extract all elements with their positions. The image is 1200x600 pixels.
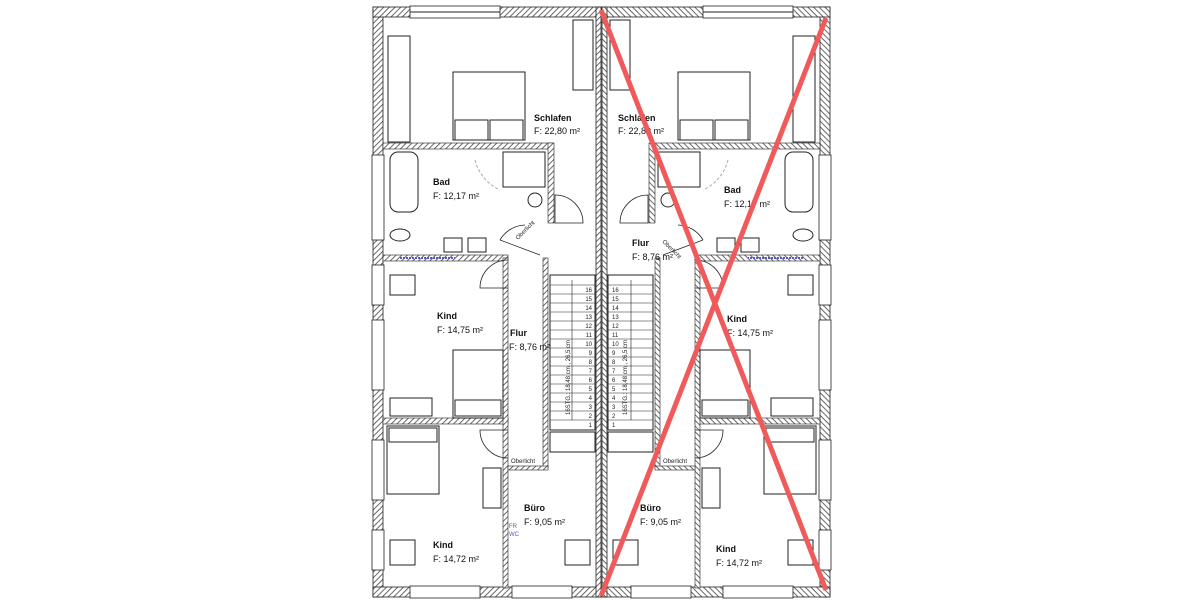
cross-out-line [598,17,829,597]
stair-step-number: 2 [589,414,593,420]
stair-step-number: 14 [612,306,619,312]
stair-step-number: 2 [612,414,616,420]
room-area: F: 22,80 m² [534,126,580,136]
stair-step-number: 1 [612,423,616,429]
fr-label: FR [509,524,518,530]
stair-step-number: 16 [585,288,592,294]
stair-step-number: 4 [612,396,616,402]
stair-step-number: 9 [589,351,593,357]
stair-step-number: 3 [612,405,616,411]
stair-step-number: 10 [585,342,592,348]
stair-label: 16STG.: 18,48 cm , 26,5 cm [623,340,629,415]
stair-step-number: 9 [612,351,616,357]
stair-step-number: 11 [612,333,619,339]
room-name: Büro [524,503,545,513]
stair-step-number: 16 [612,288,619,294]
room-name: Kind [437,311,457,321]
stair-step-number: 12 [612,324,619,330]
room-area: F: 14,72 m² [433,554,479,564]
stair-step-number: 11 [586,333,593,339]
stair-step-number: 13 [585,315,592,321]
stair-step-number: 13 [612,315,619,321]
stair-step-number: 8 [612,360,616,366]
room-name: Bad [433,177,450,187]
room-name: Schlafen [618,113,656,123]
stair-step-number: 5 [612,387,616,393]
oberlicht-label: Oberlicht [663,459,687,465]
room-area: F: 8,76 m² [632,252,673,262]
stair-step-number: 15 [585,297,592,303]
stair-step-number: 5 [589,387,593,393]
stair-step-number: 4 [589,396,593,402]
room-name: Kind [433,540,453,550]
room-area: F: 14,75 m² [727,328,773,338]
room-area: F: 8,76 m² [509,342,550,352]
room-name: Flur [510,328,527,338]
room-area: F: 9,05 m² [640,517,681,527]
oberlicht-label: Oberlicht [515,220,536,241]
room-name: Flur [632,238,649,248]
stair-step-number: 12 [585,324,592,330]
stair-step-number: 14 [585,306,592,312]
room-area: F: 14,75 m² [437,325,483,335]
stair-step-number: 1 [589,423,593,429]
stair-step-number: 6 [589,378,593,384]
oberlicht-label: Oberlicht [511,459,535,465]
stair-label: 16STG.: 18,48 cm , 26,5 cm [566,340,572,415]
room-name: Bad [724,185,741,195]
stair-step-number: 7 [589,369,593,375]
room-name: Schlafen [534,113,572,123]
room-area: F: 9,05 m² [524,517,565,527]
room-area: F: 12,17 m² [433,191,479,201]
room-area: F: 14,72 m² [716,558,762,568]
wc-label: WC [509,532,520,538]
room-name: Kind [727,314,747,324]
stair-step-number: 3 [589,405,593,411]
stair-step-number: 15 [612,297,619,303]
left-unit-plan [371,5,602,599]
room-area: F: 12,17 m² [724,199,770,209]
room-name: Büro [640,503,661,513]
room-name: Kind [716,544,736,554]
room-area: F: 22,80 m² [618,126,664,136]
stair-step-number: 8 [589,360,593,366]
stair-step-number: 6 [612,378,616,384]
stair-step-number: 7 [612,369,616,375]
stair-step-number: 10 [612,342,619,348]
cross-out-line [598,9,829,591]
